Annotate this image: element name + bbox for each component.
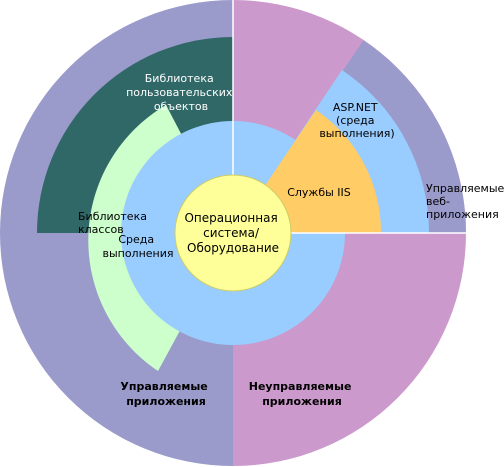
aspnet-label: ASP.NET (среда выполнения) [319,101,394,140]
custom-object-library-label: Библиотека пользовательских объектов [126,72,236,113]
unmanaged-apps-line-1: Неуправляемые [249,380,352,393]
unmanaged-apps-line-2: приложения [262,395,342,408]
class-library-label: Библиотека классов [78,210,150,236]
custom-object-library-line-3: объектов [154,100,208,113]
managed-apps-label: Управляемые приложения [120,380,211,408]
managed-web-apps-label: Управляемые веб- приложения [426,182,504,221]
aspnet-line-3: выполнения) [319,127,394,140]
os-hardware-circle [174,174,292,292]
runtime-label: Среда выполнения [102,233,173,260]
class-library-line-2: классов [78,223,124,236]
os-hardware-label: Операционная система/ Оборудование [184,211,281,255]
managed-web-apps-line-3: приложения [426,208,499,221]
custom-object-library-line-2: пользовательских [126,86,233,99]
managed-apps-line-2: приложения [126,395,206,408]
custom-object-library-line-1: Библиотека [145,72,214,85]
aspnet-line-1: ASP.NET [333,101,378,114]
unmanaged-apps-label: Неуправляемые приложения [249,380,356,408]
aspnet-line-2: (среда [336,114,374,127]
iis-services-label: Службы IIS [287,186,351,199]
runtime-line-2: выполнения [102,247,173,260]
os-hardware-line-3: Оборудование [187,241,279,255]
iis-services-line-1: Службы IIS [287,186,351,199]
os-hardware-line-1: Операционная [184,211,277,225]
managed-apps-line-1: Управляемые [120,380,207,393]
runtime-line-1: Среда [118,233,154,246]
managed-web-apps-line-1: Управляемые [426,182,504,195]
managed-web-apps-line-2: веб- [426,195,450,208]
os-hardware-line-2: система/ [203,226,260,240]
class-library-line-1: Библиотека [78,210,147,223]
